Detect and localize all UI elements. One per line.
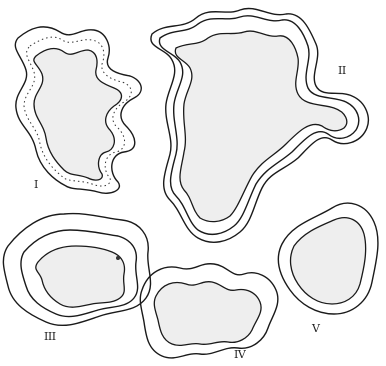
panel-v: V <box>278 203 378 335</box>
marker-dot <box>116 256 120 260</box>
panel-ii-label: II <box>338 64 346 77</box>
panel-i: I <box>15 27 141 193</box>
panel-ii: II <box>151 8 368 242</box>
panel-v-label: V <box>311 322 321 335</box>
panel-iv: IV <box>140 264 278 361</box>
panel-iv-label: IV <box>234 348 247 361</box>
panel-iii-label: III <box>44 330 56 343</box>
panel-i-label: I <box>34 178 38 191</box>
panel-iii: III <box>3 214 150 343</box>
